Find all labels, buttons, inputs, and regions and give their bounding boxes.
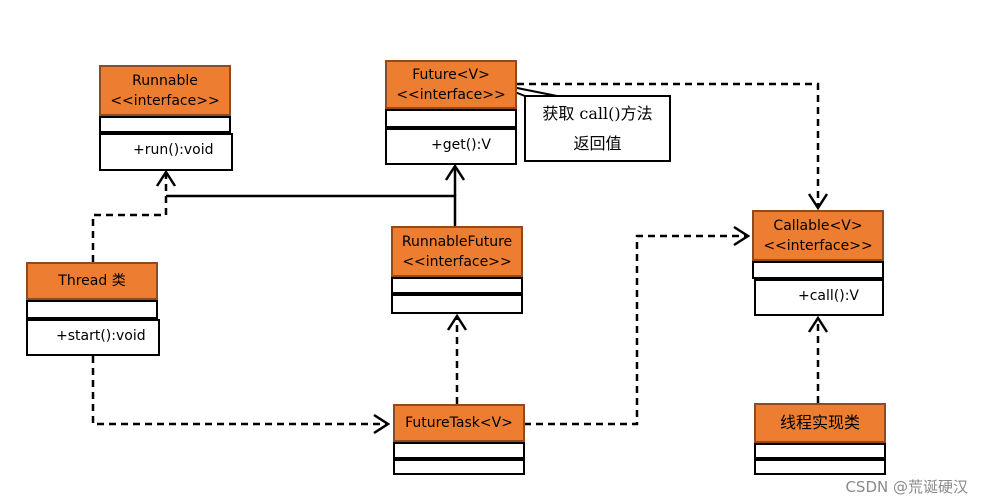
callable-header: Callable<V> <<interface>> (752, 210, 884, 261)
implclass-header: 线程实现类 (754, 403, 886, 443)
future-header: Future<V> <<interface>> (385, 60, 517, 109)
note-line-2: 返回值 (573, 134, 622, 153)
runnablefuture-attributes (391, 277, 523, 294)
futuretask-arrowhead (373, 413, 391, 435)
callable-methods: +call():V (754, 279, 884, 316)
thread-uses-futuretask-line (91, 356, 388, 426)
runnable-arrowhead (155, 169, 177, 187)
thread-implements-runnable-line (91, 172, 168, 262)
future-stereotype: <<interface>> (396, 86, 506, 103)
future-name: Future<V> (412, 66, 490, 83)
thread-method: +start():void (56, 328, 146, 344)
future-methods: +get():V (385, 128, 517, 165)
implclass-attributes (754, 443, 886, 459)
future-to-callable-line (517, 82, 820, 208)
callable-name: Callable<V> (773, 217, 863, 234)
futuretask-uses-callable-line (524, 234, 748, 426)
callable-left-arrowhead (733, 225, 751, 247)
callable-top-arrowhead (807, 193, 829, 211)
runnable-methods: +run():void (99, 133, 233, 171)
thread-methods: +start():void (26, 319, 160, 356)
runnablefuture-methods (391, 294, 523, 314)
runnablefuture-stereotype: <<interface>> (402, 253, 512, 270)
runnable-header: Runnable <<interface>> (99, 65, 231, 116)
futuretask-name: FutureTask<V> (405, 415, 513, 431)
callable-attributes (752, 261, 884, 279)
future-arrowhead (444, 163, 466, 181)
runnable-name: Runnable (132, 72, 198, 89)
runnable-method: +run():void (133, 142, 214, 158)
callable-stereotype: <<interface>> (763, 237, 873, 254)
runnablefuture-header: RunnableFuture <<interface>> (391, 226, 523, 277)
thread-header: Thread 类 (26, 262, 158, 300)
callable-bottom-arrowhead (807, 315, 829, 333)
thread-name: Thread 类 (58, 273, 126, 289)
future-method: +get():V (431, 137, 491, 153)
runnable-stereotype: <<interface>> (110, 92, 220, 109)
futuretask-header: FutureTask<V> (393, 404, 525, 442)
runnable-attributes (99, 116, 231, 133)
implclass-name: 线程实现类 (779, 413, 860, 432)
runnablefuture-arrowhead (446, 313, 468, 331)
future-attributes (385, 109, 517, 128)
thread-attributes (26, 300, 158, 319)
note-line-1: 获取 call()方法 (542, 104, 653, 123)
watermark: CSDN @荒诞硬汉 (845, 478, 968, 496)
futuretask-methods (393, 459, 525, 475)
return-value-note: 获取 call()方法 返回值 (524, 95, 671, 162)
implclass-methods (754, 459, 886, 475)
futuretask-attributes (393, 442, 525, 459)
callable-method: +call():V (798, 288, 860, 304)
runnablefuture-name: RunnableFuture (401, 233, 513, 250)
runnablefuture-extends-line (166, 194, 457, 226)
